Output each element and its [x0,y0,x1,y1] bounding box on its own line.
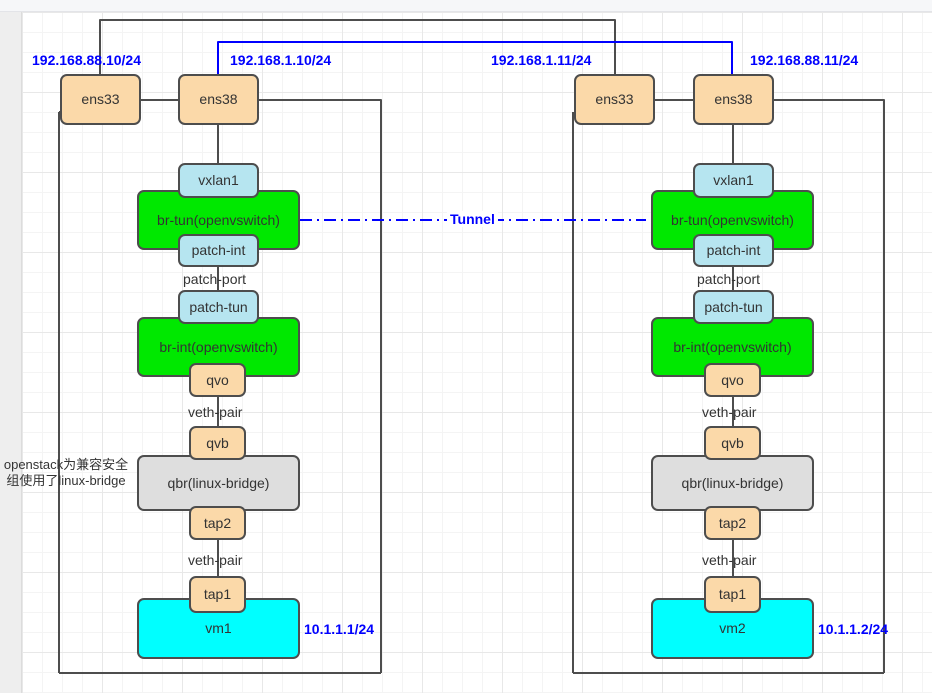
host-left-nic-ens33-label: ens33 [81,91,120,108]
host-left-port-vxlan1[interactable]: vxlan1 [178,163,259,198]
tunnel-label: Tunnel [447,211,498,227]
host-left-port-tap2-label: tap2 [203,514,232,531]
host-right-ens38-ip: 192.168.88.11/24 [750,52,859,68]
host-left-veth-pair-top-label: veth-pair [188,404,243,420]
host-left-nic-ens33[interactable]: ens33 [60,74,141,125]
host-right-qbr-label: qbr(linux-bridge) [681,474,784,491]
host-left-br-int[interactable]: br-int(openvswitch) [137,317,300,377]
host-left-port-vxlan1-label: vxlan1 [198,172,239,189]
host-right-nic-ens33-label: ens33 [595,91,634,108]
host-left-port-tap1-label: tap1 [203,586,232,603]
host-left-qbr-label: qbr(linux-bridge) [167,474,270,491]
host-right-port-qvo-label: qvo [721,371,744,388]
host-left-vm1-label: vm1 [205,620,232,637]
host-right-port-tap2-label: tap2 [718,514,747,531]
host-right-veth-pair-bottom-label: veth-pair [702,552,757,568]
host-right-port-patch-tun-label: patch-tun [704,298,763,315]
host-right-port-vxlan1[interactable]: vxlan1 [693,163,774,198]
top-ruler-gutter [0,0,932,12]
host-left-port-tap2[interactable]: tap2 [189,506,246,540]
host-right-port-tap2[interactable]: tap2 [704,506,761,540]
host-right-vm2-label: vm2 [719,620,746,637]
host-right-ens33-ip: 192.168.1.11/24 [491,52,592,68]
host-left-port-qvo[interactable]: qvo [189,363,246,397]
host-right-patch-port-label: patch-port [697,271,761,287]
host-left-nic-ens38[interactable]: ens38 [178,74,259,125]
host-left-ens33-ip: 192.168.88.10/24 [32,52,141,68]
host-right-port-vxlan1-label: vxlan1 [713,172,754,189]
left-ruler-gutter [0,0,22,693]
host-right-br-tun-label: br-tun(openvswitch) [671,211,794,228]
linux-bridge-note: openstack为兼容安全组使用了linux-bridge [3,457,129,489]
host-left-port-qvo-label: qvo [206,371,229,388]
host-right-port-qvb-label: qvb [721,434,744,451]
host-right-veth-pair-top-label: veth-pair [702,404,757,420]
host-left-br-tun-label: br-tun(openvswitch) [157,211,280,228]
host-left-port-qvb-label: qvb [206,434,229,451]
host-right-vm2-ip: 10.1.1.2/24 [818,621,889,637]
host-left-patch-port-label: patch-port [183,271,247,287]
host-right-port-patch-int-label: patch-int [706,242,761,259]
host-left-br-int-label: br-int(openvswitch) [159,338,278,355]
host-left-port-patch-int[interactable]: patch-int [178,234,259,267]
host-left-vm1-ip: 10.1.1.1/24 [304,621,375,637]
host-left-qbr[interactable]: qbr(linux-bridge) [137,455,300,511]
host-right-nic-ens38-label: ens38 [714,91,753,108]
host-right-port-qvb[interactable]: qvb [704,426,761,460]
host-right-port-patch-tun[interactable]: patch-tun [693,290,774,324]
host-right-br-int-label: br-int(openvswitch) [673,338,792,355]
host-left-port-tap1[interactable]: tap1 [189,576,246,613]
host-right-nic-ens38[interactable]: ens38 [693,74,774,125]
host-left-port-patch-int-label: patch-int [191,242,246,259]
host-right-qbr[interactable]: qbr(linux-bridge) [651,455,814,511]
host-left-nic-ens38-label: ens38 [199,91,238,108]
host-right-nic-ens33[interactable]: ens33 [574,74,655,125]
host-right-port-tap1-label: tap1 [718,586,747,603]
host-left-br-tun[interactable]: br-tun(openvswitch) [137,190,300,250]
host-right-port-patch-int[interactable]: patch-int [693,234,774,267]
host-left-veth-pair-bottom-label: veth-pair [188,552,243,568]
host-left-port-patch-tun[interactable]: patch-tun [178,290,259,324]
host-right-port-qvo[interactable]: qvo [704,363,761,397]
host-left-port-patch-tun-label: patch-tun [189,298,248,315]
host-right-port-tap1[interactable]: tap1 [704,576,761,613]
host-left-port-qvb[interactable]: qvb [189,426,246,460]
host-left-ens38-ip: 192.168.1.10/24 [230,52,332,68]
